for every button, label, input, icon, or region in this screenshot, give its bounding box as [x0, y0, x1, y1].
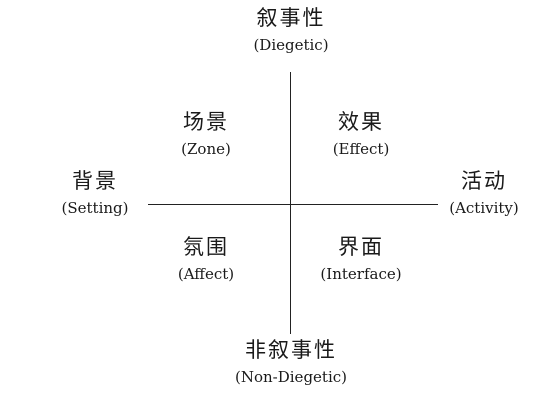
axis-label-left: 背景 (Setting) [62, 171, 129, 216]
quadrant-zone-zh: 场景 [182, 110, 229, 134]
quadrant-interface-en: (Interface) [320, 265, 402, 283]
quadrant-affect-en: (Affect) [177, 265, 235, 283]
quadrant-affect: 氛围 (Affect) [178, 237, 234, 282]
axis-label-right: 活动 (Activity) [449, 171, 519, 216]
quadrant-interface-zh: 界面 [337, 235, 384, 259]
axis-label-left-zh: 背景 [71, 169, 118, 193]
axis-label-left-en: (Setting) [61, 199, 129, 217]
quadrant-interface: 界面 (Interface) [320, 237, 401, 282]
horizontal-axis-line [148, 204, 438, 205]
quadrant-affect-zh: 氛围 [183, 235, 229, 259]
quadrant-zone: 场景 (Zone) [181, 112, 231, 157]
axis-label-right-en: (Activity) [449, 199, 519, 217]
axis-label-top-en: (Diegetic) [253, 36, 329, 54]
vertical-axis-line [290, 72, 291, 334]
axis-label-right-zh: 活动 [460, 169, 507, 193]
axis-label-top-zh: 叙事性 [256, 6, 326, 30]
axis-label-bottom-en: (Non-Diegetic) [235, 368, 347, 386]
quadrant-effect-en: (Effect) [332, 140, 390, 158]
quadrant-zone-en: (Zone) [181, 140, 231, 158]
quadrant-effect-zh: 效果 [338, 110, 384, 134]
axis-label-bottom-zh: 非叙事性 [245, 338, 337, 362]
axis-label-top: 叙事性 (Diegetic) [253, 8, 328, 53]
axis-label-bottom: 非叙事性 (Non-Diegetic) [235, 340, 347, 385]
quadrant-effect: 效果 (Effect) [333, 112, 390, 157]
